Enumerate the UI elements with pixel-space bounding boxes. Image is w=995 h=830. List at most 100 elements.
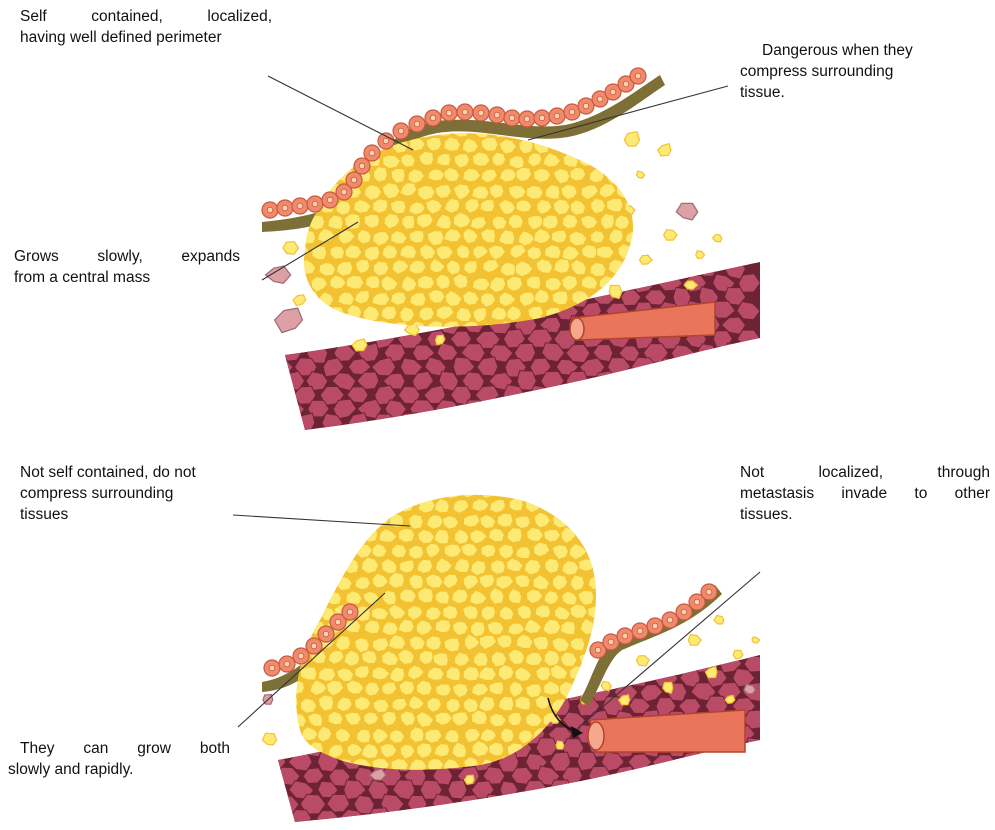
tumor-cell [291,622,308,637]
muscle-cell [419,808,444,825]
muscle-cell [400,413,419,433]
tumor-cell [634,153,650,168]
tumor-cell [407,483,422,497]
tumor-cell [309,559,324,572]
tumor-cell [312,245,327,259]
tumor-cell [347,528,364,543]
muscle-cell [694,767,714,786]
muscle-cell [620,401,643,419]
tumor-cell [319,577,335,591]
malignant-metastasis-line-1: Not localized, through [740,462,990,483]
tumor-cell [337,512,352,529]
loose-tumor-cell [556,741,564,749]
muscle-cell [659,385,683,405]
tumor-cell [606,198,623,211]
cell-nucleus [269,665,275,671]
cell-nucleus [446,110,452,116]
muscle-cell [666,654,689,673]
muscle-cell [670,400,694,418]
tumor-cell [526,276,541,289]
muscle-cell [627,810,651,825]
tumor-cell [336,201,351,216]
muscle-cell [464,400,484,419]
cell-nucleus [509,115,515,121]
tumor-cell [373,199,389,214]
muscle-cell [613,795,636,814]
loose-tumor-cell [637,171,645,178]
vessel-opening [570,318,584,340]
tumor-cell [563,153,578,168]
tumor-cell [418,587,434,603]
cell-nucleus [622,633,628,639]
tumor-cell [591,231,605,244]
tumor-cell [281,573,298,588]
cell-nucleus [623,81,629,87]
tumor-cell [562,214,578,229]
tumor-cell [607,168,622,185]
cell-nucleus [681,609,687,615]
cell-nucleus [311,643,317,649]
cell-nucleus [637,628,643,634]
cell-nucleus [608,639,614,645]
muscle-cell [487,399,511,419]
tumor-cell [456,307,472,322]
benign-compress-line-2: compress surrounding [740,61,950,82]
tumor-cell [355,666,370,679]
tumor-cell [446,698,460,713]
tumor-cell [435,591,449,604]
muscle-cell [647,374,668,390]
muscle-cell [606,385,630,404]
tumor-cell [569,138,587,151]
cell-nucleus [414,121,420,127]
loose-tumor-cell [624,132,639,146]
muscle-cell [732,808,753,825]
muscle-cell [745,738,767,758]
benign-growth-line-2: from a central mass [14,267,240,288]
muscle-cell [294,413,315,432]
muscle-cell [671,259,695,278]
muscle-cell [551,808,570,825]
muscle-cell [659,415,681,432]
tumor-cell [435,619,451,633]
cell-nucleus [341,189,347,195]
tumor-cell [381,498,397,513]
tumor-cell [381,306,397,320]
muscle-cell [509,794,533,814]
muscle-cell [654,808,675,825]
muscle-cell [569,401,587,418]
tumor-cell [337,262,353,277]
tumor-cell [492,152,506,166]
tumor-cell [301,170,317,184]
tumor-cell [337,481,354,495]
loose-tumor-cell [640,255,653,264]
muscle-cell [678,782,701,800]
malignant-metastasis-label: Not localized, through metastasis invade… [740,462,990,525]
muscle-cell [668,794,688,814]
tumor-cell [345,123,363,136]
cell-nucleus [595,647,601,653]
connective-cell [275,308,303,333]
tumor-cell [419,650,434,665]
muscle-cell [619,373,640,391]
muscle-cell [582,386,604,405]
tumor-cell [544,245,561,259]
tumor-cell [327,124,344,139]
tumor-cell [588,576,605,590]
muscle-cell [735,414,757,433]
tumor-cell [398,528,415,542]
tumor-cell [443,482,459,498]
muscle-cell [684,385,707,405]
cell-nucleus [430,115,436,121]
tumor-cell [472,710,488,725]
tumor-cell [634,214,652,228]
muscle-cell [527,413,550,433]
cell-nucleus [347,609,353,615]
tumor-cell [446,667,461,681]
muscle-cell [712,358,735,377]
loose-tumor-cell [352,339,367,351]
tumor-cell [587,513,604,527]
tumor-cell [390,483,407,497]
tumor-cell [470,621,485,637]
muscle-cell [710,385,734,404]
muscle-cell [277,739,300,757]
